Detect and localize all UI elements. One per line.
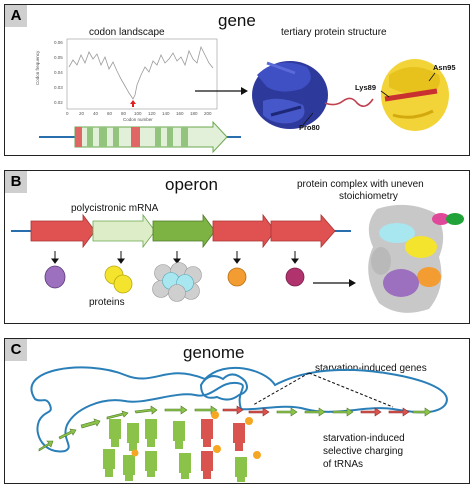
panel-b-graphics [11,204,464,313]
trna-group [103,411,261,482]
mrna-label: polycistronic mRNA [71,203,159,214]
blue-protein-domain [252,61,328,129]
trna-label-1: starvation-induced [323,433,405,444]
codon-landscape-label: codon landscape [89,27,165,38]
y-tick-3: 0.03 [54,85,63,90]
dna-tangle [199,373,248,401]
starvation-genes-label: starvation-induced genes [315,363,427,374]
complex-label-2: stoichiometry [339,191,398,202]
panel-label-c: C [5,339,27,361]
y-axis-label: Codon frequency [35,50,40,85]
panel-c-graphics [30,366,448,482]
y-tick-0: 0.06 [54,40,63,45]
y-tick-1: 0.05 [54,55,63,60]
y-tick-2: 0.04 [54,70,63,75]
x-tick-0: 0 [66,111,69,116]
x-tick-1: 20 [79,111,85,116]
gene-bar [39,120,241,154]
protein-complex [368,204,464,313]
x-tick-4: 80 [121,111,127,116]
x-tick-3: 60 [107,111,113,116]
residue-lys89: Lys89 [355,83,376,92]
protein-shapes [44,262,305,302]
panel-b: B operon polycistronic mRNA proteins pro… [4,170,470,324]
tertiary-structure-label: tertiary protein structure [281,27,387,38]
x-axis-label: Codon number [123,117,153,122]
x-tick-8: 160 [176,111,184,116]
complex-arrow [313,279,356,287]
linker-loop [324,97,374,107]
panel-a-graphics [39,38,449,154]
panel-b-title: operon [165,175,218,194]
panel-label-b: B [5,171,27,193]
x-tick-10: 200 [204,111,212,116]
x-tick-2: 40 [93,111,99,116]
gene-pointers [252,372,394,408]
proteins-label: proteins [89,297,125,308]
down-arrows [51,251,299,264]
panel-a: A gene codon landscape tertiary protein … [4,4,470,156]
plot-to-structure-arrow [195,87,248,95]
panel-label-a: A [5,5,27,27]
residue-pro80: Pro80 [299,123,320,132]
x-tick-7: 140 [162,111,170,116]
gene-chain [38,405,432,452]
x-tick-5: 100 [134,111,142,116]
panel-c: C genome starvation-induced genes starva… [4,338,470,484]
panel-a-title: gene [218,11,256,30]
y-tick-4: 0.02 [54,100,63,105]
panel-c-title: genome [183,343,245,362]
complex-label-1: protein complex with uneven [297,179,424,190]
x-tick-9: 180 [190,111,198,116]
genome-dna-loop [30,366,448,453]
x-tick-6: 120 [148,111,156,116]
codon-dip-marker [130,100,136,107]
residue-asn95: Asn95 [433,63,456,72]
gene-arrows [30,213,336,249]
trna-label-3: of tRNAs [323,459,364,470]
codon-plot [66,38,218,110]
trna-label-2: selective charging [323,446,404,457]
